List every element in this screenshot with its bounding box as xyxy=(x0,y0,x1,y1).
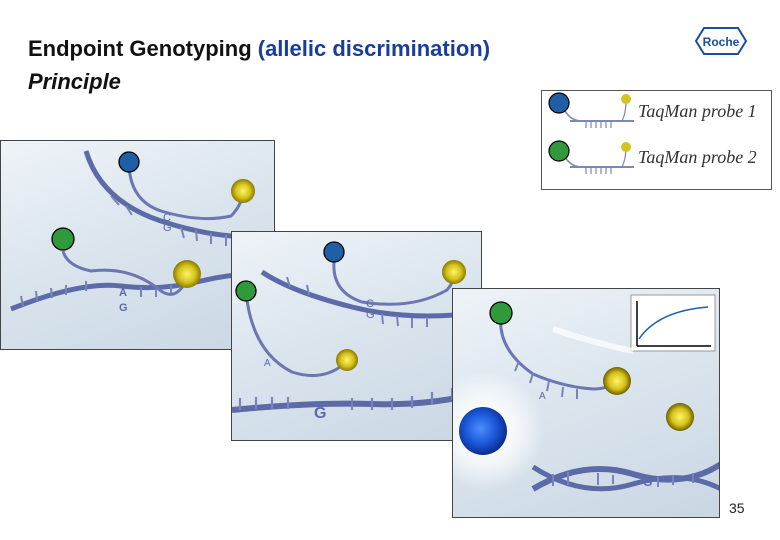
base-label: G xyxy=(119,302,128,314)
page-number: 35 xyxy=(729,500,745,516)
reporter-green-dot xyxy=(489,301,513,325)
legend-label-probe-2: TaqMan probe 2 xyxy=(638,147,757,167)
free-quencher-dot xyxy=(666,403,694,431)
base-label: C xyxy=(366,298,374,310)
probe-legend: TaqMan probe 1 TaqMan probe 2 xyxy=(541,90,772,190)
base-label: G xyxy=(643,475,652,489)
reporter-green-dot xyxy=(235,280,257,302)
base-label: A xyxy=(264,358,271,369)
title-line-2: Principle xyxy=(28,69,121,94)
free-reporter-blue-dot xyxy=(459,407,507,455)
reporter-green-dot xyxy=(548,140,570,162)
slide-title: Endpoint Genotyping (allelic discriminat… xyxy=(28,32,490,98)
roche-logo: Roche xyxy=(694,27,748,55)
panel-2-illustration: C G A G xyxy=(232,241,481,422)
reporter-blue-dot xyxy=(118,151,140,173)
panel-cleavage: A G xyxy=(452,288,720,518)
base-label: A xyxy=(119,287,127,299)
panel-extension: C G A G xyxy=(231,231,482,441)
reporter-blue-dot xyxy=(323,241,345,263)
legend-row-probe-1: TaqMan probe 1 xyxy=(542,91,771,137)
reporter-green-dot xyxy=(51,227,75,251)
probe-1-icon xyxy=(548,92,634,128)
title-accent: (allelic discrimination) xyxy=(257,36,491,61)
base-label: G xyxy=(366,309,375,321)
quencher-dot xyxy=(336,349,358,371)
quencher-dot xyxy=(603,367,631,395)
base-label: G xyxy=(163,222,172,234)
reporter-blue-dot xyxy=(548,92,570,114)
quencher-dot xyxy=(442,260,466,284)
base-label: G xyxy=(314,405,326,422)
probe-2-icon xyxy=(548,140,634,174)
logo-text: Roche xyxy=(703,35,740,49)
base-label: A xyxy=(539,391,546,402)
legend-row-probe-2: TaqMan probe 2 xyxy=(542,137,771,183)
legend-label-probe-1: TaqMan probe 1 xyxy=(638,101,757,121)
title-main: Endpoint Genotyping xyxy=(28,36,258,61)
quencher-dot xyxy=(173,260,201,288)
base-label: C xyxy=(163,212,171,224)
title-line-1: Endpoint Genotyping (allelic discriminat… xyxy=(28,32,490,65)
panel-3-illustration: A G xyxy=(453,294,719,492)
quencher-dot-2 xyxy=(621,142,631,152)
quencher-dot xyxy=(231,179,255,203)
amplification-plot-inset xyxy=(630,294,716,352)
quencher-dot-1 xyxy=(621,94,631,104)
